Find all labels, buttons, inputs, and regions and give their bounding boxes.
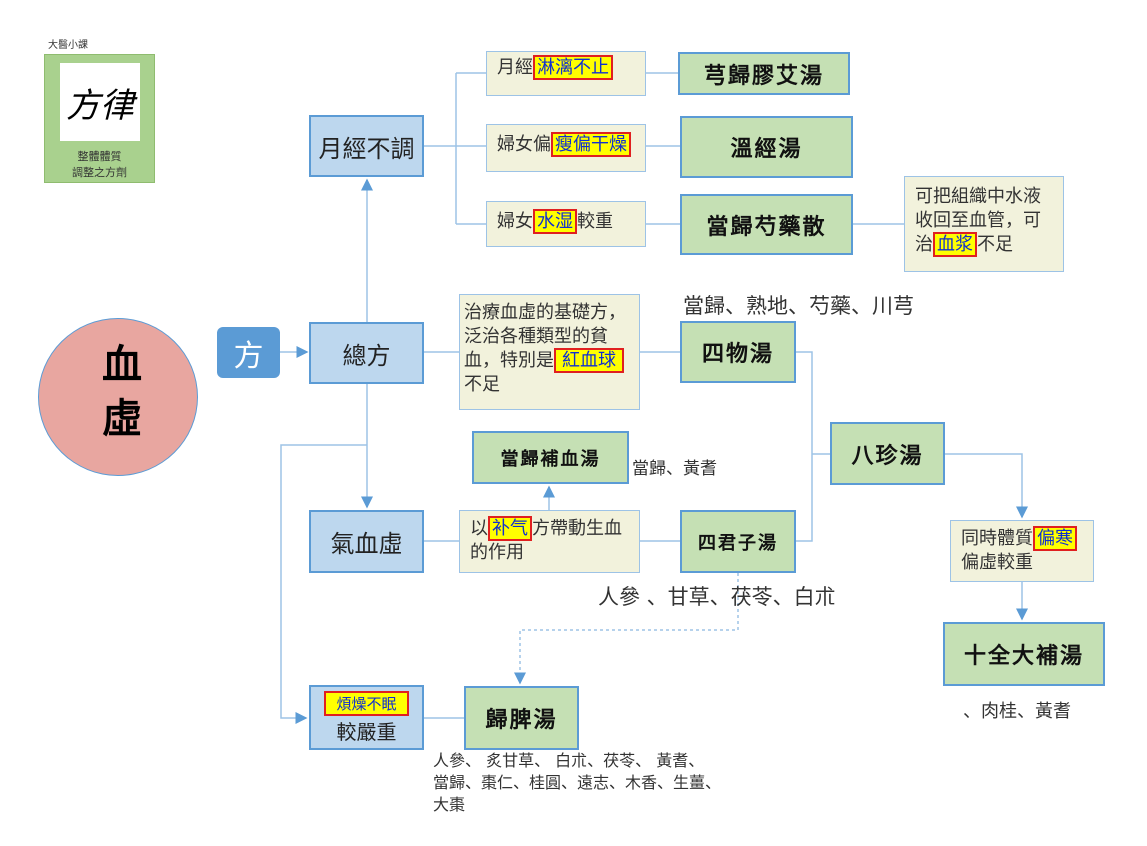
text: 月經 [497, 57, 533, 78]
formula-sijunzi: 四君子湯 [680, 510, 796, 573]
condition-1: 月經淋漓不止 [486, 51, 646, 96]
text: 不足 [464, 374, 500, 395]
formula-bazhen: 八珍湯 [830, 422, 945, 485]
category-severe: 煩燥不眠 較嚴重 [309, 685, 424, 750]
formula-siwu: 四物湯 [680, 321, 796, 383]
text: 偏虛較重 [961, 552, 1033, 573]
brand-label: 大醫小課 [48, 40, 88, 51]
text: 不足 [977, 234, 1013, 255]
highlight: 瘦偏干燥 [551, 132, 631, 157]
text: 婦女 [497, 211, 533, 232]
text: 當歸、棗仁、桂圓、遠志、木香、生薑、 [433, 773, 722, 792]
text: 大棗 [433, 795, 466, 814]
text: 泛治各種類型的貧 [464, 326, 608, 347]
fang-label: 方 [217, 327, 280, 378]
text: 治 [915, 234, 933, 255]
formula-dangguibuxue: 當歸補血湯 [472, 431, 629, 484]
highlight: 淋漓不止 [533, 55, 613, 80]
category-qi-blood: 氣血虛 [309, 510, 424, 573]
text: 婦女偏 [497, 134, 551, 155]
general-description: 治療血虛的基礎方， 泛治各種類型的貧血，特別是紅血球不足 [459, 294, 640, 410]
highlight: 水湿 [533, 209, 577, 234]
main-title: 血虛 [95, 343, 142, 451]
text: 同時體質 [961, 528, 1033, 549]
logo-caption-1: 整體體質 [77, 150, 122, 163]
sijunzi-ingredients: 人參 、甘草、茯苓、白朮 [598, 585, 836, 609]
highlight: 偏寒 [1033, 526, 1077, 551]
category-general: 總方 [309, 322, 424, 384]
siwu-ingredients: 當歸、熟地、芍藥、川芎 [683, 294, 914, 318]
text: 血，特別是 [464, 350, 554, 371]
cold-description: 同時體質偏寒偏虛較重 [950, 520, 1094, 582]
text: 方帶動生血 [532, 518, 622, 539]
text: 可把組織中水液 [915, 186, 1041, 207]
category-menstrual: 月經不調 [309, 115, 424, 177]
highlight: 血浆 [933, 232, 977, 257]
qi-description: 以补气方帶動生血的作用 [459, 510, 640, 573]
logo-box: 方律 整體體質調整之方劑 [44, 54, 155, 183]
formula-wenjing: 溫經湯 [680, 116, 853, 178]
buxue-ingredients: 當歸、黃耆 [632, 459, 717, 479]
condition-2: 婦女偏瘦偏干燥 [486, 124, 646, 172]
text: 較重 [577, 211, 613, 232]
highlight: 补气 [488, 516, 532, 541]
text: 收回至血管，可 [915, 210, 1041, 231]
text: 人參、 炙甘草、 白朮、茯苓、 黃耆、 [433, 751, 705, 770]
formula-shiquandabu: 十全大補湯 [943, 622, 1105, 686]
calligraphy-logo: 方律 [60, 63, 140, 141]
shiquan-ingredients: 、肉桂、黃耆 [963, 701, 1071, 722]
formula-guipi: 歸脾湯 [464, 686, 579, 750]
note-box: 可把組織中水液收回至血管，可治血浆不足 [904, 176, 1064, 272]
condition-3: 婦女水湿較重 [486, 201, 646, 247]
guipi-ingredients: 人參、 炙甘草、 白朮、茯苓、 黃耆、當歸、棗仁、桂圓、遠志、木香、生薑、大棗 [433, 750, 721, 816]
text: 治療血虛的基礎方， [464, 302, 626, 323]
highlight: 紅血球 [554, 348, 624, 373]
formula-dangguishaoyao: 當歸芍藥散 [680, 194, 853, 255]
main-topic-circle: 血虛 [38, 318, 198, 476]
severe-label: 較嚴重 [336, 719, 397, 744]
text: 以 [470, 518, 488, 539]
text: 的作用 [470, 542, 524, 563]
logo-caption-2: 調整之方劑 [72, 166, 127, 179]
severe-highlight: 煩燥不眠 [324, 690, 409, 716]
formula-xiongguijiaoai: 芎歸膠艾湯 [678, 52, 850, 95]
